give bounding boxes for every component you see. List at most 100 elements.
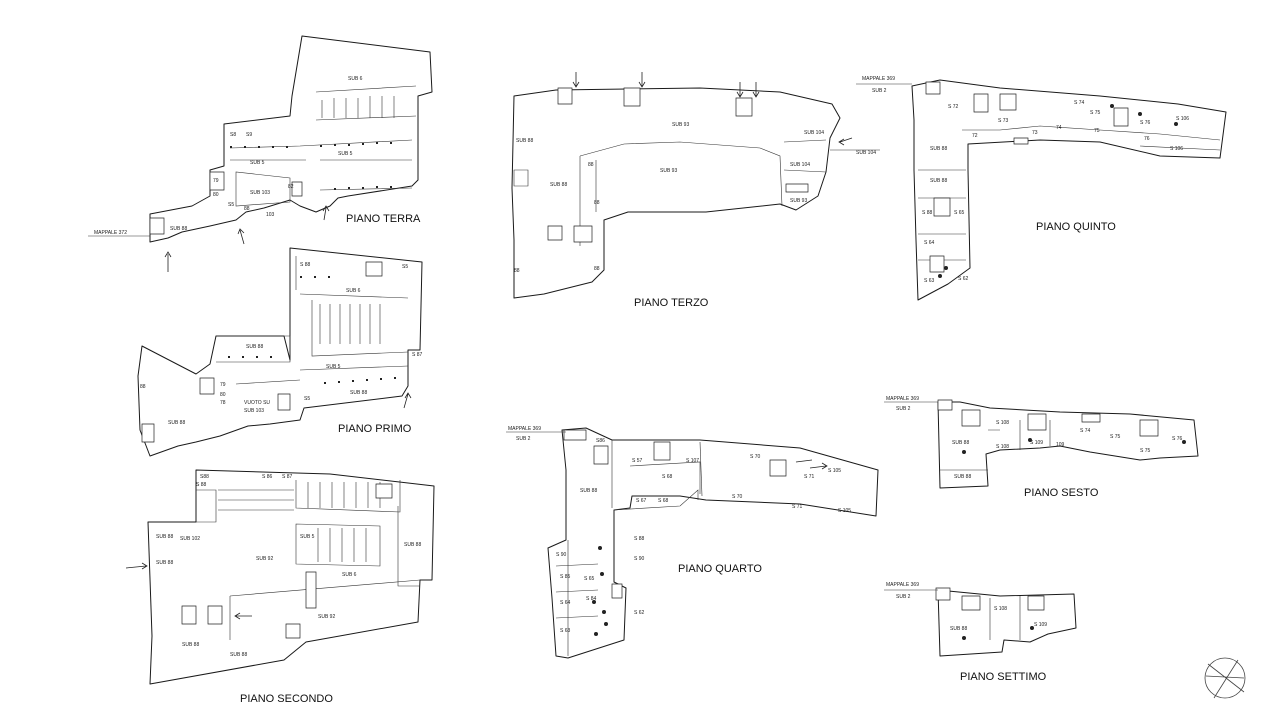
label-quinto-75: 75: [1094, 128, 1100, 134]
label-secondo-s88b: S 88: [196, 482, 207, 488]
label-secondo-sub6: SUB 6: [342, 572, 357, 578]
label-settimo-s109: S 109: [1034, 622, 1047, 628]
label-primo-sub88b: SUB 88: [246, 344, 263, 350]
mappale-quinto: MAPPALE 369: [862, 76, 895, 82]
label-sesto-s75b: S 75: [1140, 448, 1151, 454]
label-quarto-s70a: S 70: [750, 454, 761, 460]
mappale-sesto: MAPPALE 369: [886, 396, 919, 402]
label-quarto-s63: S 63: [560, 628, 571, 634]
label-terzo-sub93b: SUB 93: [660, 168, 677, 174]
label-terzo-sub93a: SUB 93: [672, 122, 689, 128]
label-secondo-sub88e: SUB 88: [230, 652, 247, 658]
label-secondo-sub102: SUB 102: [180, 536, 200, 542]
label-quinto-s65: S 65: [954, 210, 965, 216]
label-primo-s5a: S5: [304, 396, 310, 402]
label-primo-sub88a: SUB 88: [350, 390, 367, 396]
label-sesto-109: 109: [1056, 442, 1065, 448]
label-quinto-s64: S 64: [924, 240, 935, 246]
label-primo-s5b: S5: [402, 264, 408, 270]
mappale-terra: MAPPALE 372: [94, 230, 127, 236]
label-sesto-s109: S 109: [1030, 440, 1043, 446]
label-primo-sub6: SUB 6: [346, 288, 361, 294]
label-terra-103: 103: [266, 212, 275, 218]
floor-plan-secondo: SUB 5 SUB 6 SUB 92 SUB 92 SUB 88 SUB 102…: [126, 470, 434, 705]
label-quinto-sub88b: SUB 88: [930, 178, 947, 184]
label-terra-79: 79: [213, 178, 219, 184]
label-quinto-s106b: S 106: [1170, 146, 1183, 152]
label-secondo-sub88d: SUB 88: [404, 542, 421, 548]
label-sesto-s74: S 74: [1080, 428, 1091, 434]
label-quarto-s57: S 57: [632, 458, 643, 464]
label-quarto-s71a: S 71: [804, 474, 815, 480]
label-secondo-sub88a: SUB 88: [156, 534, 173, 540]
label-quarto-s67: S 67: [636, 498, 647, 504]
label-quarto-s84: S 84: [586, 596, 597, 602]
label-terra-s5: S5: [228, 202, 234, 208]
sub-quarto: SUB 2: [516, 436, 531, 442]
label-secondo-sub88c: SUB 88: [182, 642, 199, 648]
label-primo-79: 79: [220, 382, 226, 388]
label-secondo-sub92a: SUB 92: [256, 556, 273, 562]
label-quarto-s90a: S 90: [556, 552, 567, 558]
label-terzo-88c: 88: [514, 268, 520, 274]
label-sesto-sub88b: SUB 88: [954, 474, 971, 480]
label-terra-82: 82: [288, 184, 294, 190]
label-quinto-74: 74: [1056, 125, 1062, 131]
label-secondo-s87: S 87: [282, 474, 293, 480]
label-quinto-s74: S 74: [1074, 100, 1085, 106]
label-primo-vuoto-sub: SUB 103: [244, 408, 264, 414]
label-terra-sub88: SUB 88: [170, 226, 187, 232]
label-quinto-s76: S 76: [1140, 120, 1151, 126]
label-terzo-sub88b: SUB 88: [550, 182, 567, 188]
label-quarto-s105b: S 105: [838, 508, 851, 514]
label-quarto-s86: S86: [596, 438, 605, 444]
label-secondo-sub88b: SUB 88: [156, 560, 173, 566]
label-quinto-72: 72: [972, 133, 978, 139]
label-quinto-73: 73: [1032, 130, 1038, 136]
label-quarto-s107: S 107: [686, 458, 699, 464]
label-quinto-s75: S 75: [1090, 110, 1101, 116]
floor-plan-primo: SUB 6 SUB 5 SUB 88 SUB 88 SUB 88 S 87 S5…: [138, 248, 423, 456]
label-terzo-sub104a: SUB 104: [804, 130, 824, 136]
label-sesto-s108b: S 108: [996, 444, 1009, 450]
title-piano-primo: PIANO PRIMO: [338, 423, 412, 435]
label-sesto-sub88a: SUB 88: [952, 440, 969, 446]
sub-settimo: SUB 2: [896, 594, 911, 600]
label-terra-sub6: SUB 6: [348, 76, 363, 82]
label-sesto-s108a: S 108: [996, 420, 1009, 426]
label-quarto-s90b: S 90: [634, 556, 645, 562]
label-sesto-s76: S 76: [1172, 436, 1183, 442]
label-quinto-s73: S 73: [998, 118, 1009, 124]
mappale-quarto: MAPPALE 369: [508, 426, 541, 432]
label-quinto-s106a: S 106: [1176, 116, 1189, 122]
label-terzo-88d: 88: [594, 266, 600, 272]
label-quarto-s65: S 65: [584, 576, 595, 582]
label-settimo-s108: S 108: [994, 606, 1007, 612]
label-quarto-s105a: S 105: [828, 468, 841, 474]
label-terzo-88b: 88: [594, 200, 600, 206]
label-primo-80: 80: [220, 392, 226, 398]
label-terra-sub5a: SUB 5: [338, 151, 353, 157]
sub-quinto: SUB 2: [872, 88, 887, 94]
label-quarto-s68b: S 68: [658, 498, 669, 504]
label-quarto-s64: S 64: [560, 600, 571, 606]
label-terzo-88a: 88: [588, 162, 594, 168]
label-terra-sub103: SUB 103: [250, 190, 270, 196]
north-arrow-icon: [1205, 658, 1245, 698]
label-primo-sub5: SUB 5: [326, 364, 341, 370]
title-piano-quinto: PIANO QUINTO: [1036, 221, 1116, 233]
label-quinto-s62: S 62: [958, 276, 969, 282]
label-quinto-s88: S 88: [922, 210, 933, 216]
floor-plan-quarto: SUB 88 S 57 S 107 S 68 S 67 S 68 S 70 S …: [506, 426, 878, 658]
floor-plan-sesto: SUB 88 SUB 88 S 108 S 109 S 108 S 74 S 7…: [884, 396, 1198, 499]
title-piano-sesto: PIANO SESTO: [1024, 487, 1099, 499]
label-quarto-s68a: S 68: [662, 474, 673, 480]
sub-sesto: SUB 2: [896, 406, 911, 412]
floor-plan-terzo: SUB 88 SUB 88 SUB 93 SUB 93 SUB 93 SUB 1…: [512, 72, 880, 309]
title-piano-quarto: PIANO QUARTO: [678, 563, 762, 575]
label-quarto-s88: S 88: [634, 536, 645, 542]
label-primo-88: 88: [140, 384, 146, 390]
label-quinto-76: 76: [1144, 136, 1150, 142]
label-terra-sub5b: SUB 5: [250, 160, 265, 166]
